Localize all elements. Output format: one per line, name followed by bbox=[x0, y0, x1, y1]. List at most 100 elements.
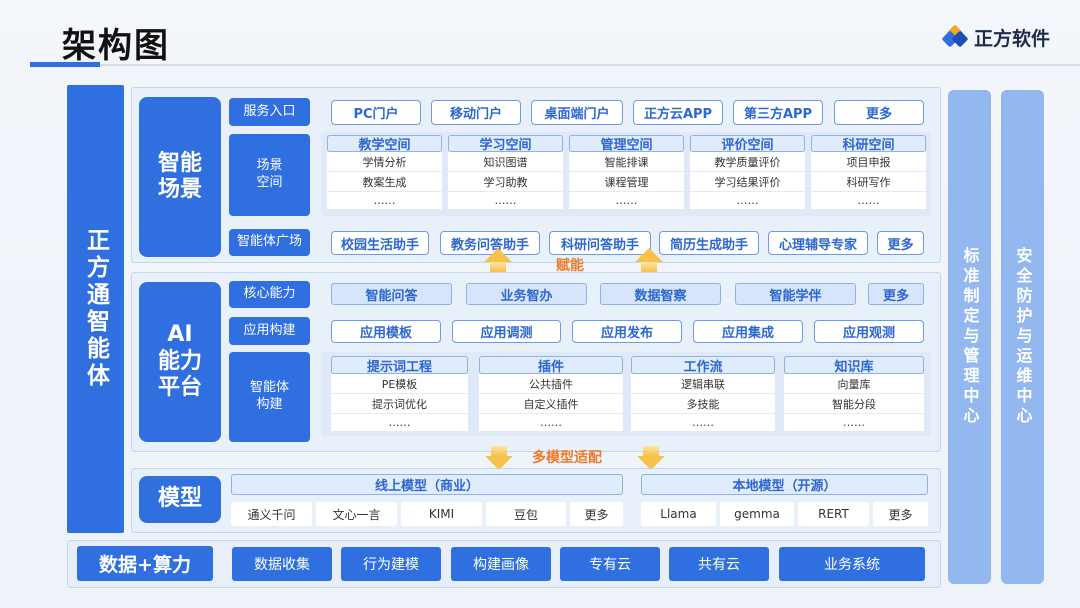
core-capability-label: 核心能力 bbox=[229, 281, 310, 308]
scene-item[interactable]: 智能排课 bbox=[569, 152, 684, 172]
model-tongyi[interactable]: 通义千问 bbox=[231, 502, 312, 526]
agent-plaza-label: 智能体广场 bbox=[229, 229, 310, 256]
empower-arrow-stem bbox=[641, 262, 657, 272]
brand: 正方软件 bbox=[941, 24, 1050, 51]
scene-item[interactable]: 知识图谱 bbox=[448, 152, 563, 172]
right-bar-security: 安全防护与运维中心 bbox=[1001, 90, 1044, 584]
scene-column-learning: 学习空间 知识图谱 学习助教 …… bbox=[448, 135, 563, 210]
app-template[interactable]: 应用模板 bbox=[331, 320, 441, 343]
build-item-ellipsis: …… bbox=[784, 414, 924, 432]
adapt-arrow-stem bbox=[491, 446, 507, 456]
left-bar-platform: 正方通智能体 bbox=[67, 85, 124, 533]
scene-column-teaching: 教学空间 学情分析 教案生成 …… bbox=[327, 135, 442, 210]
model-wenxin[interactable]: 文心一言 bbox=[316, 502, 397, 526]
build-header-plugin[interactable]: 插件 bbox=[479, 356, 623, 375]
scene-item[interactable]: 科研写作 bbox=[811, 172, 926, 192]
model-doubao[interactable]: 豆包 bbox=[486, 502, 566, 526]
scene-header-learning[interactable]: 学习空间 bbox=[448, 135, 563, 153]
build-item-ellipsis: …… bbox=[479, 414, 623, 432]
entry-third-party-app[interactable]: 第三方APP bbox=[733, 100, 823, 125]
build-column-prompt: 提示词工程 PE模板 提示词优化 …… bbox=[331, 356, 468, 432]
model-llama[interactable]: Llama bbox=[641, 502, 716, 526]
scene-header-evaluation[interactable]: 评价空间 bbox=[690, 135, 805, 153]
right-bar-standard: 标准制定与管理中心 bbox=[948, 90, 991, 584]
build-profile[interactable]: 构建画像 bbox=[451, 547, 551, 581]
ai-platform-label: AI 能力 平台 bbox=[139, 282, 221, 442]
app-observe[interactable]: 应用观测 bbox=[814, 320, 924, 343]
scene-item-ellipsis: …… bbox=[327, 192, 442, 210]
entry-mobile-portal[interactable]: 移动门户 bbox=[431, 100, 521, 125]
build-item[interactable]: 公共插件 bbox=[479, 374, 623, 394]
adapt-arrow-down-icon bbox=[485, 456, 513, 470]
shared-cloud[interactable]: 共有云 bbox=[669, 547, 769, 581]
scene-item[interactable]: 学习助教 bbox=[448, 172, 563, 192]
scene-header-management[interactable]: 管理空间 bbox=[569, 135, 684, 153]
brand-logo-icon bbox=[941, 24, 969, 49]
build-column-workflow: 工作流 逻辑串联 多技能 …… bbox=[631, 356, 775, 432]
build-item[interactable]: 逻辑串联 bbox=[631, 374, 775, 394]
app-integrate[interactable]: 应用集成 bbox=[693, 320, 803, 343]
build-item[interactable]: 向量库 bbox=[784, 374, 924, 394]
model-local-more[interactable]: 更多 bbox=[873, 502, 928, 526]
core-smart-qa[interactable]: 智能问答 bbox=[331, 283, 452, 305]
scene-item[interactable]: 课程管理 bbox=[569, 172, 684, 192]
scene-column-evaluation: 评价空间 教学质量评价 学习结果评价 …… bbox=[690, 135, 805, 210]
model-kimi[interactable]: KIMI bbox=[401, 502, 482, 526]
empower-arrow-up-icon bbox=[484, 248, 512, 262]
scene-item[interactable]: 学习结果评价 bbox=[690, 172, 805, 192]
agent-resume[interactable]: 简历生成助手 bbox=[659, 231, 759, 255]
agent-more[interactable]: 更多 bbox=[877, 231, 924, 255]
model-gemma[interactable]: gemma bbox=[720, 502, 794, 526]
scene-item[interactable]: 学情分析 bbox=[327, 152, 442, 172]
build-column-knowledge: 知识库 向量库 智能分段 …… bbox=[784, 356, 924, 432]
scene-header-research[interactable]: 科研空间 bbox=[811, 135, 926, 153]
business-system[interactable]: 业务系统 bbox=[779, 547, 925, 581]
empower-label: 赋能 bbox=[556, 258, 584, 274]
core-data-insight[interactable]: 数据智察 bbox=[600, 283, 721, 305]
build-item[interactable]: 自定义插件 bbox=[479, 394, 623, 414]
scene-item[interactable]: 教案生成 bbox=[327, 172, 442, 192]
scene-column-management: 管理空间 智能排课 课程管理 …… bbox=[569, 135, 684, 210]
behavior-modeling[interactable]: 行为建模 bbox=[341, 547, 441, 581]
entry-more[interactable]: 更多 bbox=[834, 100, 924, 125]
data-compute-label: 数据+算力 bbox=[77, 546, 213, 581]
build-item[interactable]: 智能分段 bbox=[784, 394, 924, 414]
build-item-ellipsis: …… bbox=[331, 414, 468, 432]
agent-research-qa[interactable]: 科研问答助手 bbox=[549, 231, 651, 255]
scene-item-ellipsis: …… bbox=[569, 192, 684, 210]
build-item[interactable]: 多技能 bbox=[631, 394, 775, 414]
scene-space-label: 场景 空间 bbox=[229, 134, 310, 216]
core-study-buddy[interactable]: 智能学伴 bbox=[735, 283, 856, 305]
app-build-label: 应用构建 bbox=[229, 317, 310, 345]
core-more[interactable]: 更多 bbox=[868, 283, 924, 305]
build-item[interactable]: PE模板 bbox=[331, 374, 468, 394]
scene-item[interactable]: 项目申报 bbox=[811, 152, 926, 172]
build-item[interactable]: 提示词优化 bbox=[331, 394, 468, 414]
scene-header-teaching[interactable]: 教学空间 bbox=[327, 135, 442, 153]
smart-scene-label: 智能场景 bbox=[139, 97, 221, 257]
app-publish[interactable]: 应用发布 bbox=[572, 320, 682, 343]
build-header-workflow[interactable]: 工作流 bbox=[631, 356, 775, 375]
scene-item-ellipsis: …… bbox=[690, 192, 805, 210]
private-cloud[interactable]: 专有云 bbox=[560, 547, 660, 581]
model-rert[interactable]: RERT bbox=[798, 502, 869, 526]
scene-item-ellipsis: …… bbox=[811, 192, 926, 210]
entry-desktop-portal[interactable]: 桌面端门户 bbox=[531, 100, 623, 125]
service-entry-label: 服务入口 bbox=[229, 98, 310, 126]
build-header-knowledge[interactable]: 知识库 bbox=[784, 356, 924, 375]
adapt-label: 多模型适配 bbox=[532, 450, 602, 466]
build-header-prompt[interactable]: 提示词工程 bbox=[331, 356, 468, 375]
data-collect[interactable]: 数据收集 bbox=[232, 547, 332, 581]
agent-campus-life[interactable]: 校园生活助手 bbox=[331, 231, 429, 255]
scene-item[interactable]: 教学质量评价 bbox=[690, 152, 805, 172]
local-model-header[interactable]: 本地模型（开源） bbox=[641, 474, 928, 495]
scene-item-ellipsis: …… bbox=[448, 192, 563, 210]
agent-psychology[interactable]: 心理辅导专家 bbox=[768, 231, 868, 255]
app-debug[interactable]: 应用调测 bbox=[452, 320, 561, 343]
core-business-handling[interactable]: 业务智办 bbox=[466, 283, 587, 305]
title-accent-bar bbox=[30, 62, 100, 67]
entry-zhengfang-app[interactable]: 正方云APP bbox=[633, 100, 723, 125]
model-online-more[interactable]: 更多 bbox=[570, 502, 623, 526]
online-model-header[interactable]: 线上模型（商业） bbox=[231, 474, 623, 495]
entry-pc-portal[interactable]: PC门户 bbox=[331, 100, 421, 125]
